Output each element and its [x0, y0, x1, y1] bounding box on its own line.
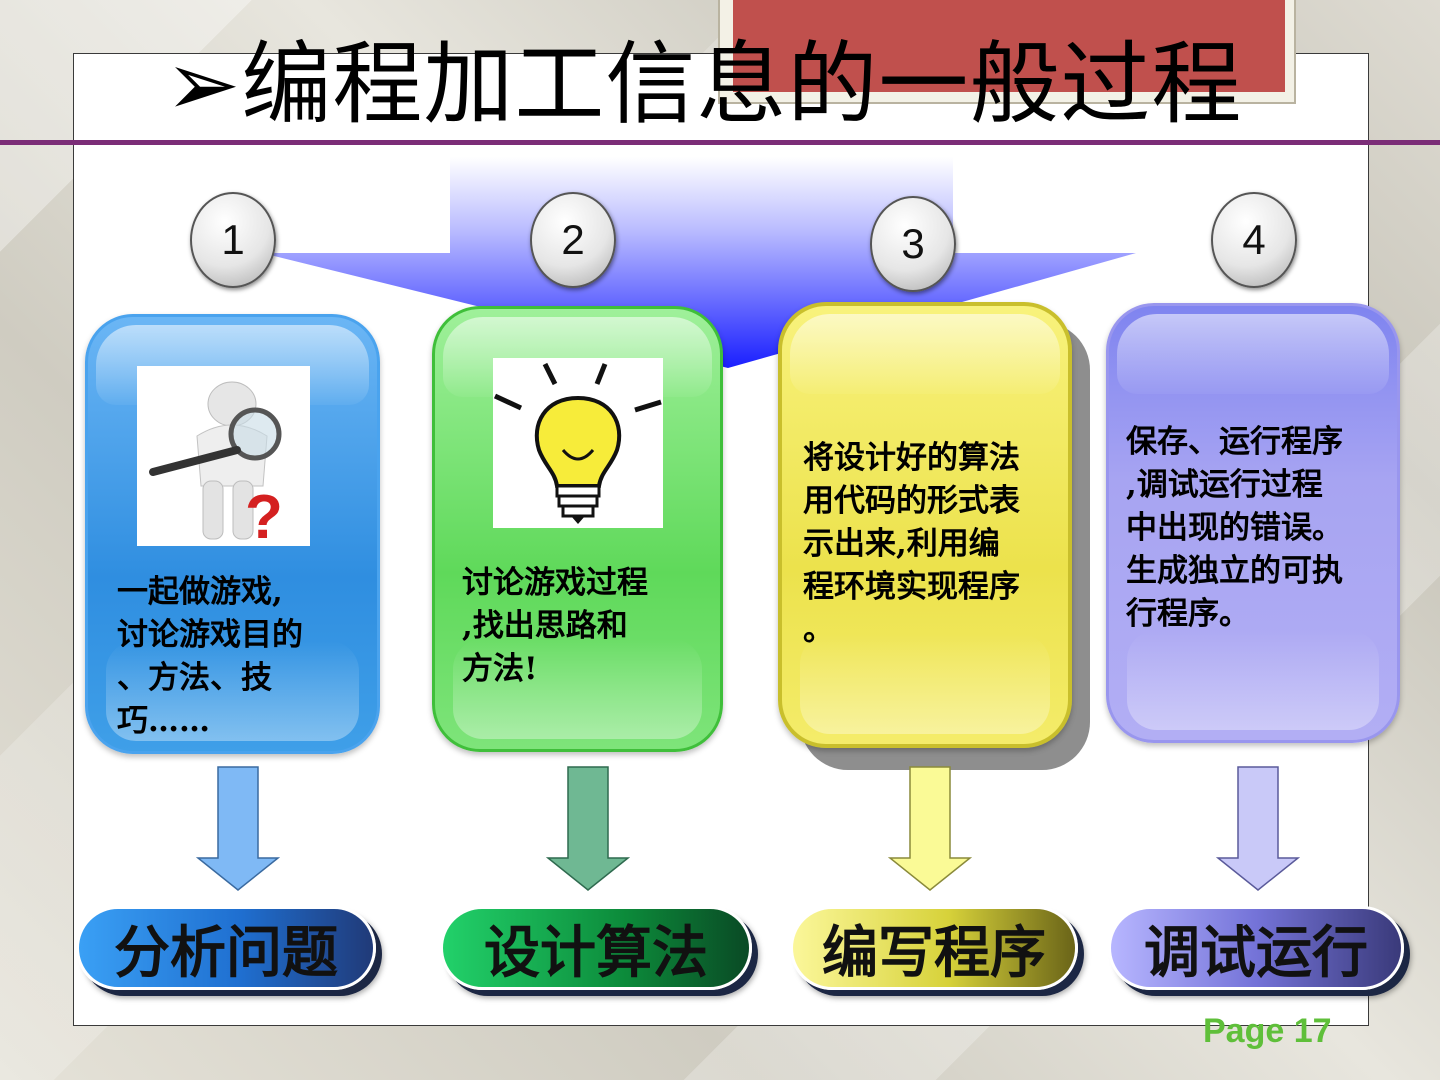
step-text-3: 将设计好的算法 用代码的形式表 示出来,利用编 程环境实现程序 。 [803, 440, 1020, 648]
down-arrow-4 [1216, 766, 1300, 891]
down-arrow-1 [196, 766, 280, 891]
down-arrow-3 [888, 766, 972, 891]
header-decoration-red [733, 0, 1285, 92]
magnifier-figure-icon: ? [137, 366, 310, 552]
step-card-4 [1106, 303, 1400, 743]
slide-title: ➢编程加工信息的一般过程 [165, 32, 1243, 137]
stage-label-1: 分析问题 [76, 906, 376, 990]
stage-label-2: 设计算法 [440, 906, 752, 990]
stage-label-3: 编写程序 [790, 906, 1078, 990]
step-card-3 [778, 302, 1072, 748]
step-text-4: 保存、运行程序 ,调试运行过程 中出现的错误。 生成独立的可执 行程序。 [1126, 424, 1343, 632]
step-number-1: 1 [190, 192, 276, 288]
title-rule [0, 140, 1440, 145]
step-number-3: 3 [870, 196, 956, 292]
page-number: Page 17 [1203, 1012, 1332, 1050]
step-text-2: 讨论游戏过程 ,找出思路和 方法! [462, 565, 648, 687]
down-arrow-2 [546, 766, 630, 891]
lightbulb-icon [493, 358, 663, 528]
step-text-1: 一起做游戏, 讨论游戏目的 、方法、技 巧…… [117, 574, 303, 739]
stage-label-4: 调试运行 [1108, 906, 1404, 990]
step-number-4: 4 [1211, 192, 1297, 288]
svg-text:?: ? [245, 483, 283, 546]
step-number-2: 2 [530, 192, 616, 288]
